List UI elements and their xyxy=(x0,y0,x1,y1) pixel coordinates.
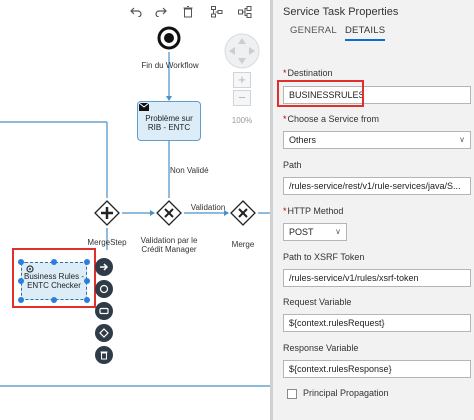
layout-icon xyxy=(211,6,223,18)
service-task[interactable]: Business Rules - ENTC Checker xyxy=(21,262,87,300)
add-gateway-button[interactable] xyxy=(95,324,113,342)
envelope-icon xyxy=(139,103,149,111)
mail-task-label: Problème sur RIB - ENTC xyxy=(145,114,193,132)
delete-element-button[interactable] xyxy=(95,346,113,364)
end-event-icon[interactable] xyxy=(157,26,181,50)
tab-details[interactable]: DETAILS xyxy=(345,25,386,41)
principal-propagation-label: Principal Propagation xyxy=(303,388,389,398)
xsrf-path-label: Path to XSRF Token xyxy=(283,252,365,262)
end-event-label: Fin du Workflow xyxy=(141,61,199,70)
request-variable-field[interactable]: ${context.rulesRequest} xyxy=(283,314,471,332)
add-task-button[interactable] xyxy=(95,302,113,320)
circle-icon xyxy=(99,284,109,294)
chevron-down-icon: ∨ xyxy=(335,227,341,236)
redo-icon xyxy=(155,7,167,17)
diamond-icon xyxy=(99,328,109,338)
validation-gateway[interactable] xyxy=(156,200,182,226)
validation-manager-label: Validation par le Crédit Manager xyxy=(140,236,198,255)
undo-button[interactable] xyxy=(127,4,145,20)
chevron-down-icon: ∨ xyxy=(459,135,465,144)
workflow-canvas[interactable]: Fin du Workflow + − 100% Problème sur RI… xyxy=(0,0,270,420)
merge-gateway[interactable] xyxy=(230,200,256,226)
request-variable-label: Request Variable xyxy=(283,297,352,307)
destination-label: *Destination xyxy=(283,68,333,78)
connectors xyxy=(0,52,270,387)
xsrf-path-field[interactable]: /rules-service/v1/rules/xsrf-token xyxy=(283,269,471,287)
path-field[interactable]: /rules-service/rest/v1/rule-services/jav… xyxy=(283,177,471,195)
choose-service-label: *Choose a Service from xyxy=(283,114,380,124)
redo-button[interactable] xyxy=(152,4,170,20)
choose-service-value: Others xyxy=(289,135,317,145)
nodes-icon xyxy=(238,6,252,18)
arrow-right-icon xyxy=(100,263,109,271)
zoom-in-button[interactable]: + xyxy=(233,72,251,88)
http-method-label: *HTTP Method xyxy=(283,206,344,216)
merge-label: Merge xyxy=(231,240,255,249)
merge-step-label: MergeStep xyxy=(87,238,127,247)
zoom-out-button[interactable]: − xyxy=(233,90,251,106)
http-method-value: POST xyxy=(289,227,314,237)
destination-field[interactable]: BUSINESSRULES xyxy=(283,86,471,104)
zoom-level: 100% xyxy=(231,116,253,125)
connect-button[interactable] xyxy=(95,258,113,276)
validation-label: Validation xyxy=(190,203,226,212)
merge-step-gateway[interactable] xyxy=(94,200,120,226)
trash-icon xyxy=(100,351,108,360)
choose-service-select[interactable]: Others ∨ xyxy=(283,131,471,149)
gear-icon xyxy=(26,265,34,273)
highlight-box xyxy=(12,248,96,308)
add-event-button[interactable] xyxy=(95,280,113,298)
response-variable-field[interactable]: ${context.rulesResponse} xyxy=(283,360,471,378)
delete-icon xyxy=(183,6,193,18)
service-task-label: Business Rules - ENTC Checker xyxy=(23,272,85,290)
layout-button[interactable] xyxy=(208,4,226,20)
selection-handles xyxy=(18,259,90,303)
http-method-select[interactable]: POST ∨ xyxy=(283,223,347,241)
pan-control-icon[interactable] xyxy=(224,33,260,69)
destination-highlight xyxy=(277,80,364,107)
delete-button[interactable] xyxy=(179,4,197,20)
non-valide-label: Non Validé xyxy=(170,166,209,175)
nodes-button[interactable] xyxy=(236,4,254,20)
path-label: Path xyxy=(283,160,302,170)
properties-panel: Service Task Properties GENERAL DETAILS … xyxy=(270,0,474,420)
principal-propagation-checkbox[interactable] xyxy=(287,389,297,399)
panel-title: Service Task Properties xyxy=(283,6,399,18)
tab-general[interactable]: GENERAL xyxy=(290,25,337,36)
undo-icon xyxy=(130,7,142,17)
response-variable-label: Response Variable xyxy=(283,343,359,353)
rectangle-icon xyxy=(99,307,109,315)
